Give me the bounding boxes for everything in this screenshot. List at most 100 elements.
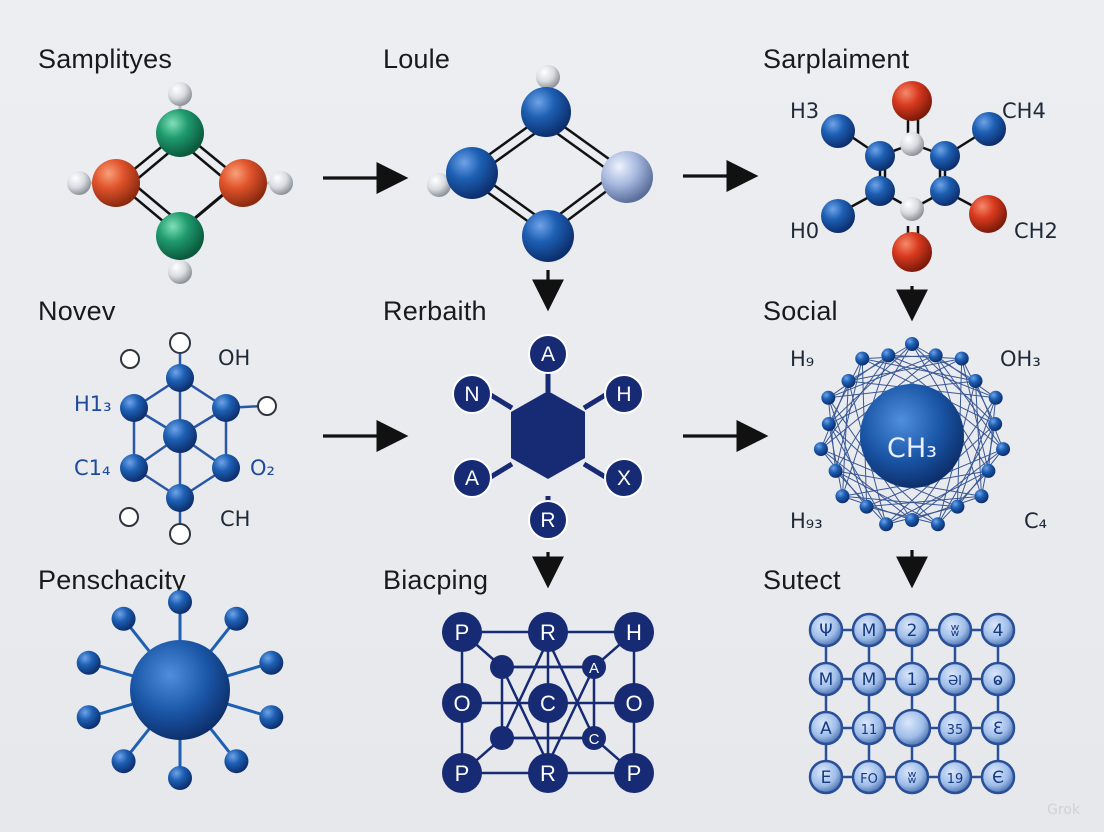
node-n-label: N [464, 383, 479, 406]
panel-title-loule: Loule [383, 44, 451, 74]
node-x [604, 458, 644, 498]
spoke-atom [168, 766, 192, 790]
small-node-a [582, 655, 606, 679]
node-p-bl-label: P [455, 761, 470, 786]
orange-atom [219, 159, 267, 207]
grid-cell [851, 710, 887, 746]
panel-title-samplityes: Samplityes [38, 44, 173, 74]
grid-cell [894, 661, 930, 697]
hydrogen-atom [536, 65, 560, 89]
grid-cell [851, 661, 887, 697]
hydrogen-atom [67, 171, 91, 195]
grid-cell [937, 710, 973, 746]
node-a-bottom-label: A [465, 467, 479, 490]
grid-cell [851, 759, 887, 795]
core-sphere [860, 384, 964, 488]
mesh-node [859, 499, 874, 514]
node-c [528, 683, 568, 723]
small-node [490, 726, 514, 750]
small-node-c [582, 726, 606, 750]
node-p-tl-label: P [455, 620, 470, 645]
grid-cell-label: Ɛ [993, 719, 1003, 739]
node-o-right [614, 683, 654, 723]
node-p-br [614, 753, 654, 793]
spoke-atom [76, 650, 101, 675]
mesh-node [930, 517, 945, 532]
spoke-atom [224, 749, 249, 774]
red-atom [892, 81, 932, 121]
grid-cell [808, 661, 844, 697]
node-p-br-label: P [627, 761, 642, 786]
grid-cell-label: Ⅿ [862, 621, 877, 641]
spoke-atom [76, 705, 101, 730]
molecule-rerbaith: A N H A X R [452, 334, 644, 540]
blue-atom [212, 394, 240, 422]
grid-cell-label: 2 [907, 621, 918, 641]
molecule-biacping: P R H O C O P R P A C [442, 612, 654, 793]
label-h3: H3 [790, 99, 819, 123]
flow-arrows [323, 160, 928, 589]
node-o-right-label: O [625, 691, 642, 716]
label-h13: H1₃ [74, 392, 112, 416]
grid-cell [937, 612, 973, 648]
mesh-node [996, 442, 1011, 457]
spoke-atom [259, 705, 284, 730]
mesh-node [981, 463, 996, 478]
node-o-left [442, 683, 482, 723]
mesh-node [855, 351, 870, 366]
blue-atom [865, 176, 895, 206]
grid-cell [937, 759, 973, 795]
node-r-label: R [540, 509, 555, 532]
node-r-bottom-label: R [540, 761, 556, 786]
red-atom [892, 232, 932, 272]
grid-cell-label: ƏI [948, 674, 962, 689]
grid-cell [808, 612, 844, 648]
spoke-atom [111, 749, 136, 774]
red-atom [969, 195, 1007, 233]
blue-atom [166, 364, 194, 392]
grid-cell-label: E [821, 768, 832, 788]
grid-cell-label: 4 [993, 621, 1004, 641]
mesh-node [821, 417, 836, 432]
node-o-left-label: O [453, 691, 470, 716]
open-atom [257, 396, 277, 416]
light-blue-atom [601, 151, 653, 203]
open-atom [119, 507, 139, 527]
open-atom [120, 349, 140, 369]
label-ch2: CH2 [1014, 219, 1058, 243]
node-p-bl [442, 753, 482, 793]
node-a-bottom [452, 458, 492, 498]
node-c-label: C [540, 691, 556, 716]
blue-atom [212, 454, 240, 482]
node-p-tl [442, 612, 482, 652]
panel-title-penschacity: Penschacity [38, 565, 186, 595]
grid-cell-label: A [820, 719, 832, 739]
label-c4: C₄ [1024, 509, 1047, 533]
grey-atom [900, 197, 924, 221]
mesh-node [968, 373, 983, 388]
mesh-node [821, 390, 836, 405]
small-node-a-label: A [589, 660, 599, 677]
panel-title-novev: Novev [38, 296, 116, 326]
mesh-node [905, 337, 919, 351]
mesh-node [928, 348, 943, 363]
spoke-atom [111, 606, 136, 631]
grid-cell [894, 612, 930, 648]
node-h [604, 374, 644, 414]
hydrogen-atom [427, 173, 451, 197]
grid-cell-label: 1 [907, 670, 918, 690]
grid-cell-label: Ⅿ [819, 670, 834, 690]
blue-atom [521, 87, 571, 137]
node-h-label: H [626, 620, 642, 645]
small-node [490, 655, 514, 679]
grid-cell-label: 11 [861, 723, 878, 738]
open-atom [169, 332, 191, 354]
mesh-node [950, 499, 965, 514]
molecule-sarplaiment: H3 CH4 H0 CH2 [790, 81, 1058, 272]
panel-title-biacping: Biacping [383, 565, 489, 595]
grid-cell-label: 19 [947, 772, 964, 787]
blue-atom [930, 176, 960, 206]
grid-cell-label: 35 [947, 723, 964, 738]
